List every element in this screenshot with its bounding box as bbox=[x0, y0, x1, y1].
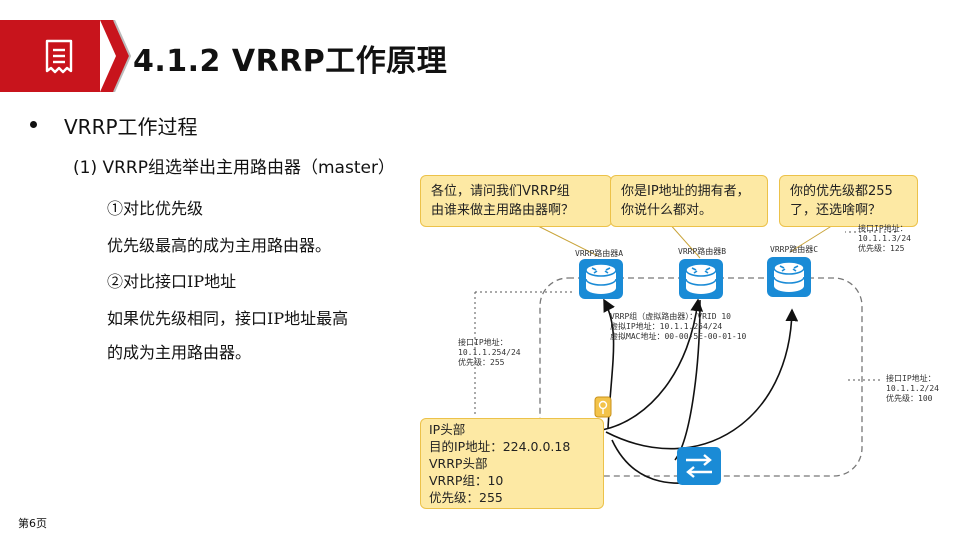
header-accent-block bbox=[0, 20, 100, 92]
subheading: (1) VRRP组选举出主用路由器（master） bbox=[73, 158, 395, 178]
body-line-2: 优先级最高的成为主用路由器。 bbox=[107, 236, 332, 255]
router-a-info: 接口IP地址： 10.1.1.254/24 优先级：255 bbox=[458, 338, 521, 367]
router-a-icon bbox=[579, 259, 623, 299]
page-title: 4.1.2 VRRP工作原理 bbox=[133, 44, 448, 79]
packet-line-5: 优先级：255 bbox=[429, 490, 503, 505]
bullet-dot bbox=[30, 121, 37, 128]
body-line-3: ②对比接口IP地址 bbox=[107, 272, 237, 291]
callout-priority-255: 你的优先级都255 了，还选啥啊？ bbox=[779, 175, 918, 227]
router-c-icon bbox=[767, 257, 811, 297]
callout-ip-owner: 你是IP地址的拥有者， 你说什么都对。 bbox=[610, 175, 768, 227]
router-a-label: VRRP路由器A bbox=[575, 249, 624, 258]
switch-icon bbox=[677, 447, 721, 485]
router-b-label: VRRP路由器B bbox=[678, 247, 727, 256]
packet-icon bbox=[594, 396, 612, 418]
router-c-label: VRRP路由器C bbox=[770, 245, 819, 254]
packet-line-3: VRRP头部 bbox=[429, 456, 488, 471]
router-b-info: 接口IP地址： 10.1.1.2/24 优先级：100 bbox=[886, 374, 939, 403]
vrrp-packet-box: IP头部 目的IP地址：224.0.0.18 VRRP头部 VRRP组：10 优… bbox=[420, 418, 604, 509]
body-line-5: 的成为主用路由器。 bbox=[107, 343, 252, 362]
body-line-1: ①对比优先级 bbox=[107, 199, 204, 218]
packet-line-2: 目的IP地址：224.0.0.18 bbox=[429, 439, 571, 454]
bullet-text: VRRP工作过程 bbox=[64, 115, 198, 139]
body-line-4: 如果优先级相同，接口IP地址最高 bbox=[107, 309, 349, 328]
header-chevron bbox=[100, 20, 132, 92]
router-c-info: 接口IP地址： 10.1.1.3/24 优先级：125 bbox=[858, 224, 911, 253]
vrrp-group-info: VRRP组（虚拟路由器）：VRID 10 虚拟IP地址：10.1.1.254/2… bbox=[610, 312, 747, 341]
callout-question: 各位，请问我们VRRP组 由谁来做主用路由器啊？ bbox=[420, 175, 612, 227]
packet-line-4: VRRP组：10 bbox=[429, 473, 504, 488]
page-number: 第6页 bbox=[18, 517, 47, 530]
router-b-icon bbox=[679, 259, 723, 299]
document-list-icon bbox=[45, 39, 73, 74]
packet-line-1: IP头部 bbox=[429, 422, 466, 437]
